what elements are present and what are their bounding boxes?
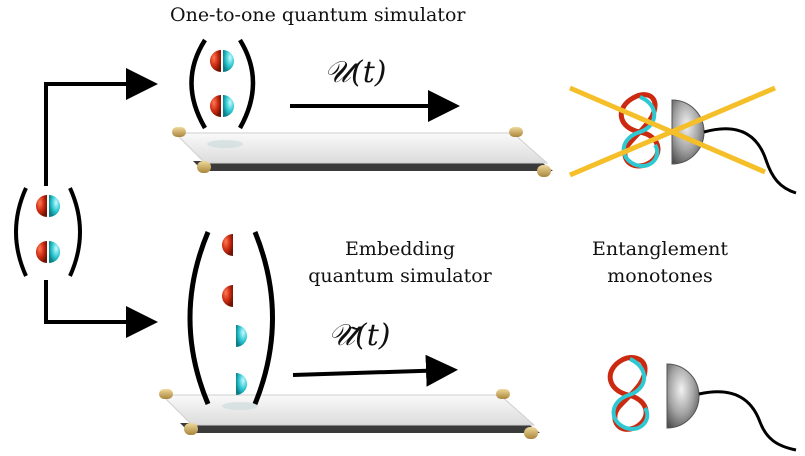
input-state-vector xyxy=(14,187,82,277)
detector-cable xyxy=(703,127,797,195)
entanglement-detector xyxy=(607,355,797,452)
monotones-label-line1: Entanglement xyxy=(592,238,728,260)
monotones-label-line2: monotones xyxy=(607,265,713,287)
cyan-half-qubit xyxy=(236,373,247,395)
bottom-evolution-arrow xyxy=(292,354,458,387)
embedding-label-line1: Embedding xyxy=(344,238,456,260)
cross-line xyxy=(569,85,776,178)
detector-dome-icon xyxy=(671,99,705,165)
qubit-pair xyxy=(36,241,60,263)
cross-line xyxy=(569,85,766,175)
embedded-unitary-operator-label: 𝒰̃(t) xyxy=(328,318,391,353)
qubit-pair xyxy=(36,195,60,217)
red-half-qubit xyxy=(222,285,233,307)
qubit-pair xyxy=(210,50,234,72)
entanglement-monotones-label: Entanglement monotones xyxy=(565,236,755,290)
one-to-one-branch xyxy=(171,38,554,178)
red-half-qubit xyxy=(222,234,233,256)
top-left-paren xyxy=(189,38,207,130)
embedding-label-line2: quantum simulator xyxy=(308,265,492,287)
entanglement-detector-crossed xyxy=(569,85,797,195)
unitary-operator-label: 𝒰(t) xyxy=(324,55,387,90)
embedding-simulator-label: Embedding quantum simulator xyxy=(275,236,525,290)
qubit-pair xyxy=(210,95,234,117)
detector-dome-icon xyxy=(666,363,700,429)
embedding-branch xyxy=(158,231,541,440)
bottom-right-paren xyxy=(252,231,275,405)
bottom-conveyor-belt xyxy=(158,388,541,440)
left-paren xyxy=(14,187,28,277)
branch-arrows xyxy=(44,68,158,338)
cyan-half-qubit xyxy=(236,325,247,347)
bottom-left-paren xyxy=(187,231,211,405)
top-right-paren xyxy=(238,38,256,130)
detector-cable xyxy=(698,390,797,452)
one-to-one-simulator-label: One-to-one quantum simulator xyxy=(170,4,466,26)
top-conveyor-belt xyxy=(171,126,554,178)
right-paren xyxy=(68,187,82,277)
